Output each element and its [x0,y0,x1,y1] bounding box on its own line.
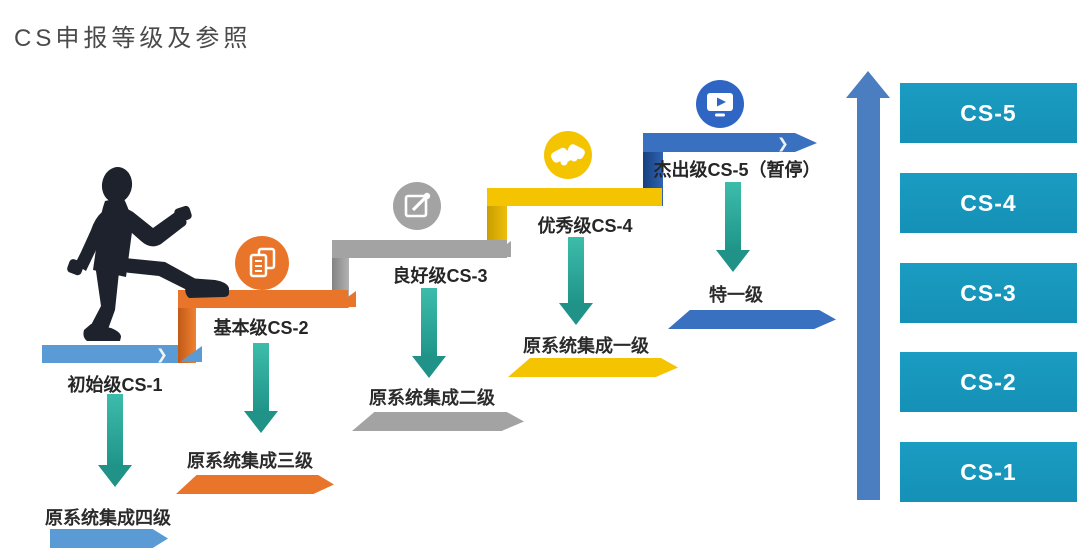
mapping-arrow-2 [176,475,334,494]
monitor-play-icon [696,80,744,128]
down-arrow-head [412,356,446,378]
scale-up-arrow-shaft [857,95,880,500]
step-1-label: 初始级CS-1 [67,375,163,395]
down-arrow-shaft [568,237,584,303]
level-box-label: CS-5 [960,99,1017,126]
level-box-cs3: CS-3 [900,263,1077,323]
level-box-label: CS-1 [960,458,1017,485]
step-4-label: 优秀级CS-4 [537,216,633,236]
level-box-label: CS-3 [960,279,1017,306]
step-3-tread [332,240,507,258]
down-arrow-head [244,411,278,433]
down-arrow-shaft [421,288,437,356]
level-box-label: CS-4 [960,189,1017,216]
step-5-chevron-icon: ❯ [777,135,789,151]
page-title: CS申报等级及参照 [14,25,252,52]
documents-icon [235,236,289,290]
mapping-arrow-4 [508,358,678,377]
step-3-label: 良好级CS-3 [392,266,488,286]
down-arrow-head [716,250,750,272]
mapping-label-4: 原系统集成一级 [523,336,649,356]
down-arrow-shaft [725,182,741,250]
step-2-label: 基本级CS-2 [213,318,309,338]
level-box-cs2: CS-2 [900,352,1077,412]
step-5-tread [643,133,795,152]
level-box-cs5: CS-5 [900,83,1077,143]
level-box-label: CS-2 [960,368,1017,395]
mapping-arrow-3 [352,412,524,431]
mapping-label-3: 原系统集成二级 [369,388,495,408]
scale-up-arrow-head [846,71,890,98]
mapping-label-2: 原系统集成三级 [187,451,313,471]
handshake-icon [544,131,592,179]
step-5-arrowhead [795,133,817,152]
step-1-chevron-icon: ❯ [156,346,168,362]
level-box-cs1: CS-1 [900,442,1077,502]
mapping-label-5: 特一级 [709,285,763,305]
step-4-tread [487,188,662,206]
climbing-person-silhouette [55,160,245,360]
mapping-label-1: 原系统集成四级 [45,508,171,528]
mapping-arrow-1 [50,529,168,548]
down-arrow-head [559,303,593,325]
mapping-arrow-5 [668,310,836,329]
down-arrow-head [98,465,132,487]
step-2-riser [178,290,196,363]
step-5-label: 杰出级CS-5（暂停） [653,160,821,180]
step-1-tread [42,345,178,363]
edit-pencil-icon [393,182,441,230]
down-arrow-shaft [107,394,123,465]
down-arrow-shaft [253,343,269,411]
level-box-cs4: CS-4 [900,173,1077,233]
